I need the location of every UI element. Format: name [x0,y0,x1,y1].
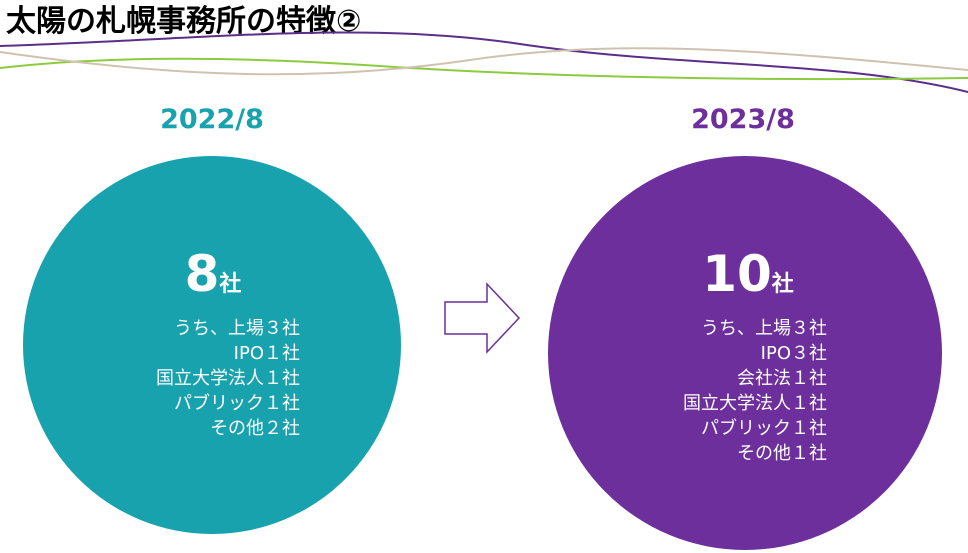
left-count-number: 8 [184,245,220,303]
left-detail-item: その他２社 [210,418,300,439]
right-detail-item: 国立大学法人１社 [683,393,827,414]
left-details-list: うち、上場３社 IPO１社 国立大学法人１社 パブリック１社 その他２社 [0,316,300,441]
left-detail-item: パブリック１社 [174,393,300,414]
right-circle [548,156,942,550]
left-count-unit: 社 [219,272,242,297]
right-detail-item: うち、上場３社 [701,318,827,339]
left-year-label: 2022/8 [160,104,264,135]
right-detail-item: パブリック１社 [701,418,827,439]
left-detail-item: 国立大学法人１社 [156,368,300,389]
right-detail-item: IPO３社 [760,343,827,364]
left-detail-item: うち、上場３社 [174,318,300,339]
left-circle [23,156,401,534]
right-details-list: うち、上場３社 IPO３社 会社法１社 国立大学法人１社 パブリック１社 その他… [527,316,827,466]
decorative-wavy-lines [0,31,968,93]
right-arrow-outline-icon [444,282,521,354]
left-detail-item: IPO１社 [233,343,300,364]
left-count: 8社 [63,244,363,316]
right-count-unit: 社 [771,272,794,297]
right-detail-item: その他１社 [737,443,827,464]
right-count-number: 10 [702,245,772,303]
right-detail-item: 会社法１社 [737,368,827,389]
right-count: 10社 [598,244,898,316]
right-year-label: 2023/8 [691,104,795,135]
